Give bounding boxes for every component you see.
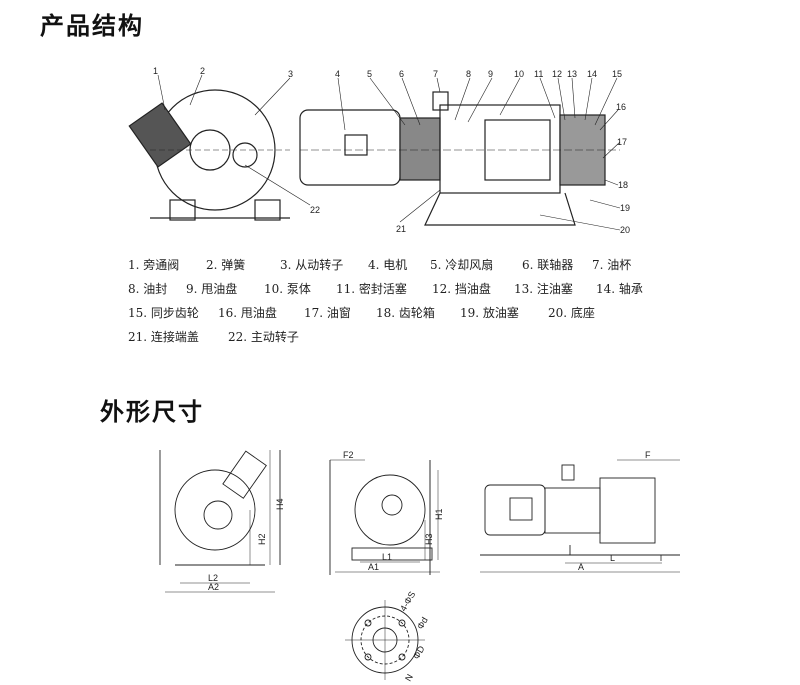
callout-11: 11 bbox=[534, 69, 543, 79]
legend-item: 5. 冷却风扇 bbox=[430, 258, 494, 272]
legend-item: 18. 齿轮箱 bbox=[376, 306, 435, 320]
callout-1: 1 bbox=[153, 66, 158, 76]
callout-19: 19 bbox=[620, 203, 630, 213]
legend-item: 1. 旁通阀 bbox=[128, 258, 180, 272]
dim-l: L bbox=[610, 553, 615, 563]
dim-a1: A1 bbox=[368, 562, 379, 572]
dim-h1: H1 bbox=[434, 508, 444, 520]
callout-2: 2 bbox=[200, 66, 205, 76]
legend-row: 8. 油封 9. 甩油盘 10. 泵体 11. 密封活塞 12. 挡油盘 13. 注油塞 1… bbox=[128, 280, 643, 304]
callout-10: 10 bbox=[514, 69, 524, 79]
callout-21: 21 bbox=[396, 224, 406, 234]
callout-4: 4 bbox=[335, 69, 340, 79]
dim-f: F bbox=[645, 450, 651, 460]
dim-l-small: l bbox=[660, 553, 662, 563]
legend-item: 13. 注油塞 bbox=[514, 282, 573, 296]
callout-leaders bbox=[157, 74, 621, 231]
dimensions-title: 外形尺寸 bbox=[100, 398, 204, 426]
legend-item: 9. 甩油盘 bbox=[186, 282, 238, 296]
callout-3: 3 bbox=[288, 69, 293, 79]
callout-20: 20 bbox=[620, 225, 630, 235]
callout-12: 12 bbox=[552, 69, 562, 79]
legend-row: 21. 连接端盖 22. 主动转子 bbox=[128, 328, 643, 352]
legend-row: 1. 旁通阀 2. 弹簧 3. 从动转子 4. 电机 5. 冷却风扇 6. 联轴器 7. 油… bbox=[128, 256, 643, 280]
dim-l2: L2 bbox=[208, 573, 218, 583]
dim-front-view bbox=[159, 450, 281, 593]
legend-item: 8. 油封 bbox=[128, 282, 168, 296]
legend-item: 14. 轴承 bbox=[596, 282, 643, 296]
dim-f2: F2 bbox=[343, 450, 354, 460]
callout-16: 16 bbox=[616, 102, 626, 112]
legend-item: 22. 主动转子 bbox=[228, 330, 299, 344]
legend-item: 16. 甩油盘 bbox=[218, 306, 277, 320]
callout-17: 17 bbox=[617, 137, 627, 147]
callout-numbers: 1 2 3 4 5 6 7 8 9 10 11 12 13 14 15 16 1… bbox=[153, 66, 630, 235]
dim-top-view bbox=[480, 459, 680, 573]
callout-22: 22 bbox=[310, 205, 320, 215]
pump-side-view bbox=[299, 91, 620, 226]
legend-item: 10. 泵体 bbox=[264, 282, 311, 296]
dim-h4: H4 bbox=[275, 498, 285, 510]
dim-h3: H3 bbox=[424, 533, 434, 545]
flange-view bbox=[345, 600, 425, 680]
callout-14: 14 bbox=[587, 69, 597, 79]
callout-8: 8 bbox=[466, 69, 471, 79]
legend-item: 12. 挡油盘 bbox=[432, 282, 491, 296]
callout-6: 6 bbox=[399, 69, 404, 79]
legend-item: 21. 连接端盖 bbox=[128, 330, 199, 344]
dim-d-small: Φd bbox=[415, 615, 430, 631]
callout-7: 7 bbox=[433, 69, 438, 79]
dim-holes: 4-ΦS bbox=[398, 590, 417, 613]
dim-a2: A2 bbox=[208, 582, 219, 592]
legend-item: 3. 从动转子 bbox=[280, 258, 344, 272]
dim-d-large: ΦD bbox=[411, 644, 427, 661]
dimension-labels: H4 H2 L2 A2 F2 H1 H3 L1 A1 F L l A 4-ΦS … bbox=[208, 450, 662, 683]
dim-l1: L1 bbox=[382, 552, 392, 562]
legend-item: 2. 弹簧 bbox=[206, 258, 246, 272]
structure-title: 产品结构 bbox=[40, 12, 144, 40]
dim-n: N bbox=[403, 672, 415, 683]
legend-item: 11. 密封活塞 bbox=[336, 282, 407, 296]
legend-item: 15. 同步齿轮 bbox=[128, 306, 199, 320]
callout-9: 9 bbox=[488, 69, 493, 79]
legend-item: 7. 油杯 bbox=[592, 258, 632, 272]
dim-h2: H2 bbox=[257, 533, 267, 545]
legend-item: 17. 油窗 bbox=[304, 306, 351, 320]
callout-5: 5 bbox=[367, 69, 372, 79]
legend-item: 19. 放油塞 bbox=[460, 306, 519, 320]
callout-13: 13 bbox=[567, 69, 577, 79]
callout-15: 15 bbox=[612, 69, 622, 79]
dim-side-view bbox=[329, 459, 440, 575]
parts-legend: 1. 旁通阀 2. 弹簧 3. 从动转子 4. 电机 5. 冷却风扇 6. 联轴器 7. 油… bbox=[128, 256, 643, 352]
callout-18: 18 bbox=[618, 180, 628, 190]
legend-item: 4. 电机 bbox=[368, 258, 408, 272]
pump-end-view bbox=[128, 89, 290, 221]
legend-item: 20. 底座 bbox=[548, 306, 595, 320]
dim-a: A bbox=[578, 562, 584, 572]
legend-row: 15. 同步齿轮 16. 甩油盘 17. 油窗 18. 齿轮箱 19. 放油塞 20. 底… bbox=[128, 304, 643, 328]
legend-item: 6. 联轴器 bbox=[522, 258, 574, 272]
